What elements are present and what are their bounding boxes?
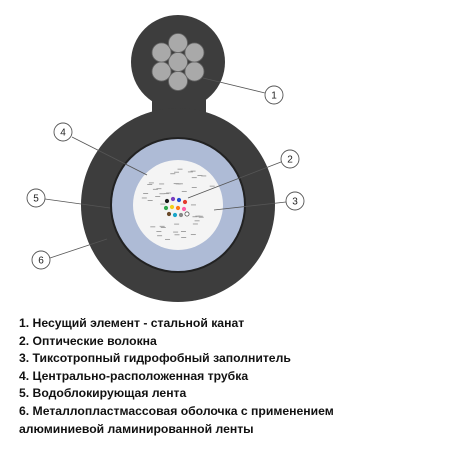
wire-strand (184, 61, 205, 82)
optical-fiber (170, 196, 176, 202)
callout-5-number: 5 (33, 194, 39, 205)
optical-fiber (181, 206, 187, 212)
callout-4-number: 4 (60, 128, 66, 139)
optical-fiber (163, 205, 169, 211)
optical-fiber (169, 204, 175, 210)
legend-item-1: 1. Несущий элемент - стальной канат (19, 316, 245, 330)
callout-6-number: 6 (38, 256, 44, 267)
callout-1-number: 1 (271, 91, 277, 102)
wire-strand (184, 42, 205, 63)
callout-2-number: 2 (287, 155, 293, 166)
optical-fiber (178, 212, 184, 218)
legend-item-6: 6. Металлопластмассовая оболочка с приме… (19, 403, 334, 418)
leader-line-6 (49, 238, 108, 259)
leader-line-5 (44, 198, 111, 209)
legend-item-3: 3. Тиксотропный гидрофобный заполнитель (19, 351, 291, 366)
optical-fibers (163, 196, 190, 218)
callout-3-number: 3 (292, 197, 298, 208)
optical-fiber (182, 199, 188, 205)
optical-fiber (176, 197, 182, 203)
optical-fiber (184, 211, 190, 217)
wire-strand (151, 61, 172, 82)
optical-fiber (166, 211, 172, 217)
legend-item-5: 5. Водоблокирующая лента (19, 386, 187, 401)
wire-strand (168, 71, 188, 91)
wire-strand-center (168, 52, 188, 72)
legend: 1. Несущий элемент - стальной канат 2. О… (19, 315, 449, 438)
callout-6: 6 (31, 250, 51, 270)
leader-line-1 (202, 77, 266, 94)
cable-body (81, 108, 275, 302)
gel-texture (141, 168, 215, 240)
steel-wire-strands (151, 33, 205, 91)
wire-strand (151, 42, 172, 63)
wire-strand (168, 33, 188, 53)
leader-line-4 (71, 136, 148, 176)
optical-fiber (172, 212, 178, 218)
optical-fiber (164, 198, 170, 204)
callout-1: 1 (264, 85, 284, 105)
leader-line-2 (187, 161, 282, 199)
callout-2: 2 (280, 149, 300, 169)
messenger-part (131, 15, 225, 131)
callout-5: 5 (26, 188, 46, 208)
leader-line-3 (213, 201, 287, 211)
legend-item-6-continued: алюминиевой ламинированной ленты (19, 421, 254, 436)
hydrophobic-gel (133, 160, 223, 250)
callout-3: 3 (285, 191, 305, 211)
legend-item-2: 2. Оптические волокна (19, 333, 157, 348)
legend-item-4: 4. Центрально-расположенная трубка (19, 368, 249, 383)
optical-fiber (175, 205, 181, 211)
leader-lines (44, 77, 287, 259)
callout-4: 4 (53, 122, 73, 142)
